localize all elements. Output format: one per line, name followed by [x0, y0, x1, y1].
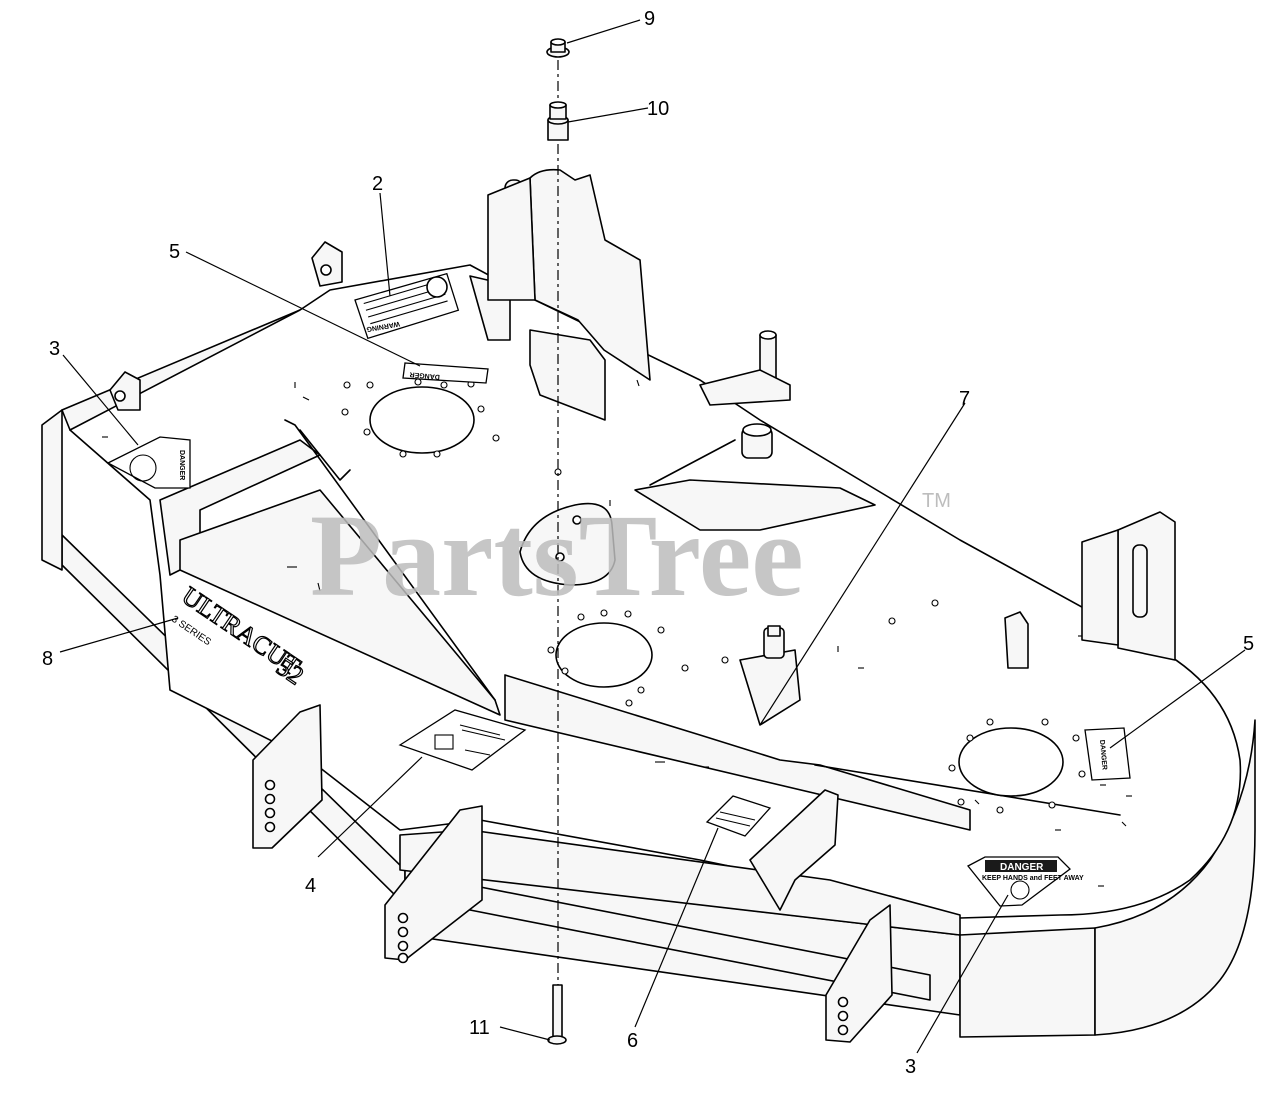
- hanger-bracket-center: [529, 168, 651, 381]
- decal-danger-strip-rear: DANGER: [402, 362, 489, 384]
- svg-text:KEEP HANDS and FEET AWAY: KEEP HANDS and FEET AWAY: [982, 875, 1084, 882]
- callout-5: 5: [169, 241, 180, 263]
- callout-2: 2: [372, 173, 383, 195]
- spindle-hole-right: [958, 727, 1064, 797]
- callout-3-right: 3: [905, 1056, 916, 1078]
- leader-lines: [59, 19, 1246, 1054]
- gauge-bracket-left: [252, 704, 323, 849]
- spacer: [547, 101, 569, 141]
- belt-guide: [634, 479, 876, 531]
- front-baffle: [504, 674, 971, 831]
- flange-nut: [546, 38, 570, 58]
- bolt-holes: [341, 378, 1086, 814]
- callout-9: 9: [644, 8, 655, 30]
- gauge-bracket-right: [825, 904, 893, 1043]
- decal-danger-strip-right: DANGER: [1084, 727, 1131, 781]
- carriage-bolt: [547, 984, 567, 1045]
- decal-danger-triangle-right: DANGER KEEP HANDS and FEET AWAY: [967, 856, 1084, 907]
- spindle-hole-center: [555, 622, 653, 688]
- watermark: PartsTree: [310, 490, 804, 621]
- rear-boss: [426, 276, 448, 298]
- svg-text:DANGER: DANGER: [178, 450, 185, 480]
- svg-text:DANGER: DANGER: [1098, 740, 1108, 771]
- svg-text:DANGER: DANGER: [1000, 862, 1044, 873]
- gauge-bracket-mid: [749, 789, 839, 911]
- idler-plate: [519, 502, 616, 586]
- decal-info-front: [398, 709, 527, 771]
- callout-8: 8: [42, 648, 53, 670]
- watermark-tm: TM: [922, 490, 951, 512]
- svg-text:DANGER: DANGER: [409, 370, 440, 380]
- callout-10: 10: [647, 98, 669, 120]
- spindle-hole-left: [369, 386, 475, 454]
- decal-danger-triangle-left: DANGER: [106, 436, 191, 489]
- callout-3: 3: [49, 338, 60, 360]
- callout-6: 6: [627, 1030, 638, 1052]
- decal-small-front: [705, 795, 772, 837]
- slot-marks: [102, 299, 1132, 887]
- callout-4: 4: [305, 875, 316, 897]
- callout-11: 11: [469, 1017, 490, 1039]
- gauge-bracket-center: [384, 805, 483, 964]
- callout-7: 7: [959, 388, 970, 410]
- callout-5-right: 5: [1243, 633, 1254, 655]
